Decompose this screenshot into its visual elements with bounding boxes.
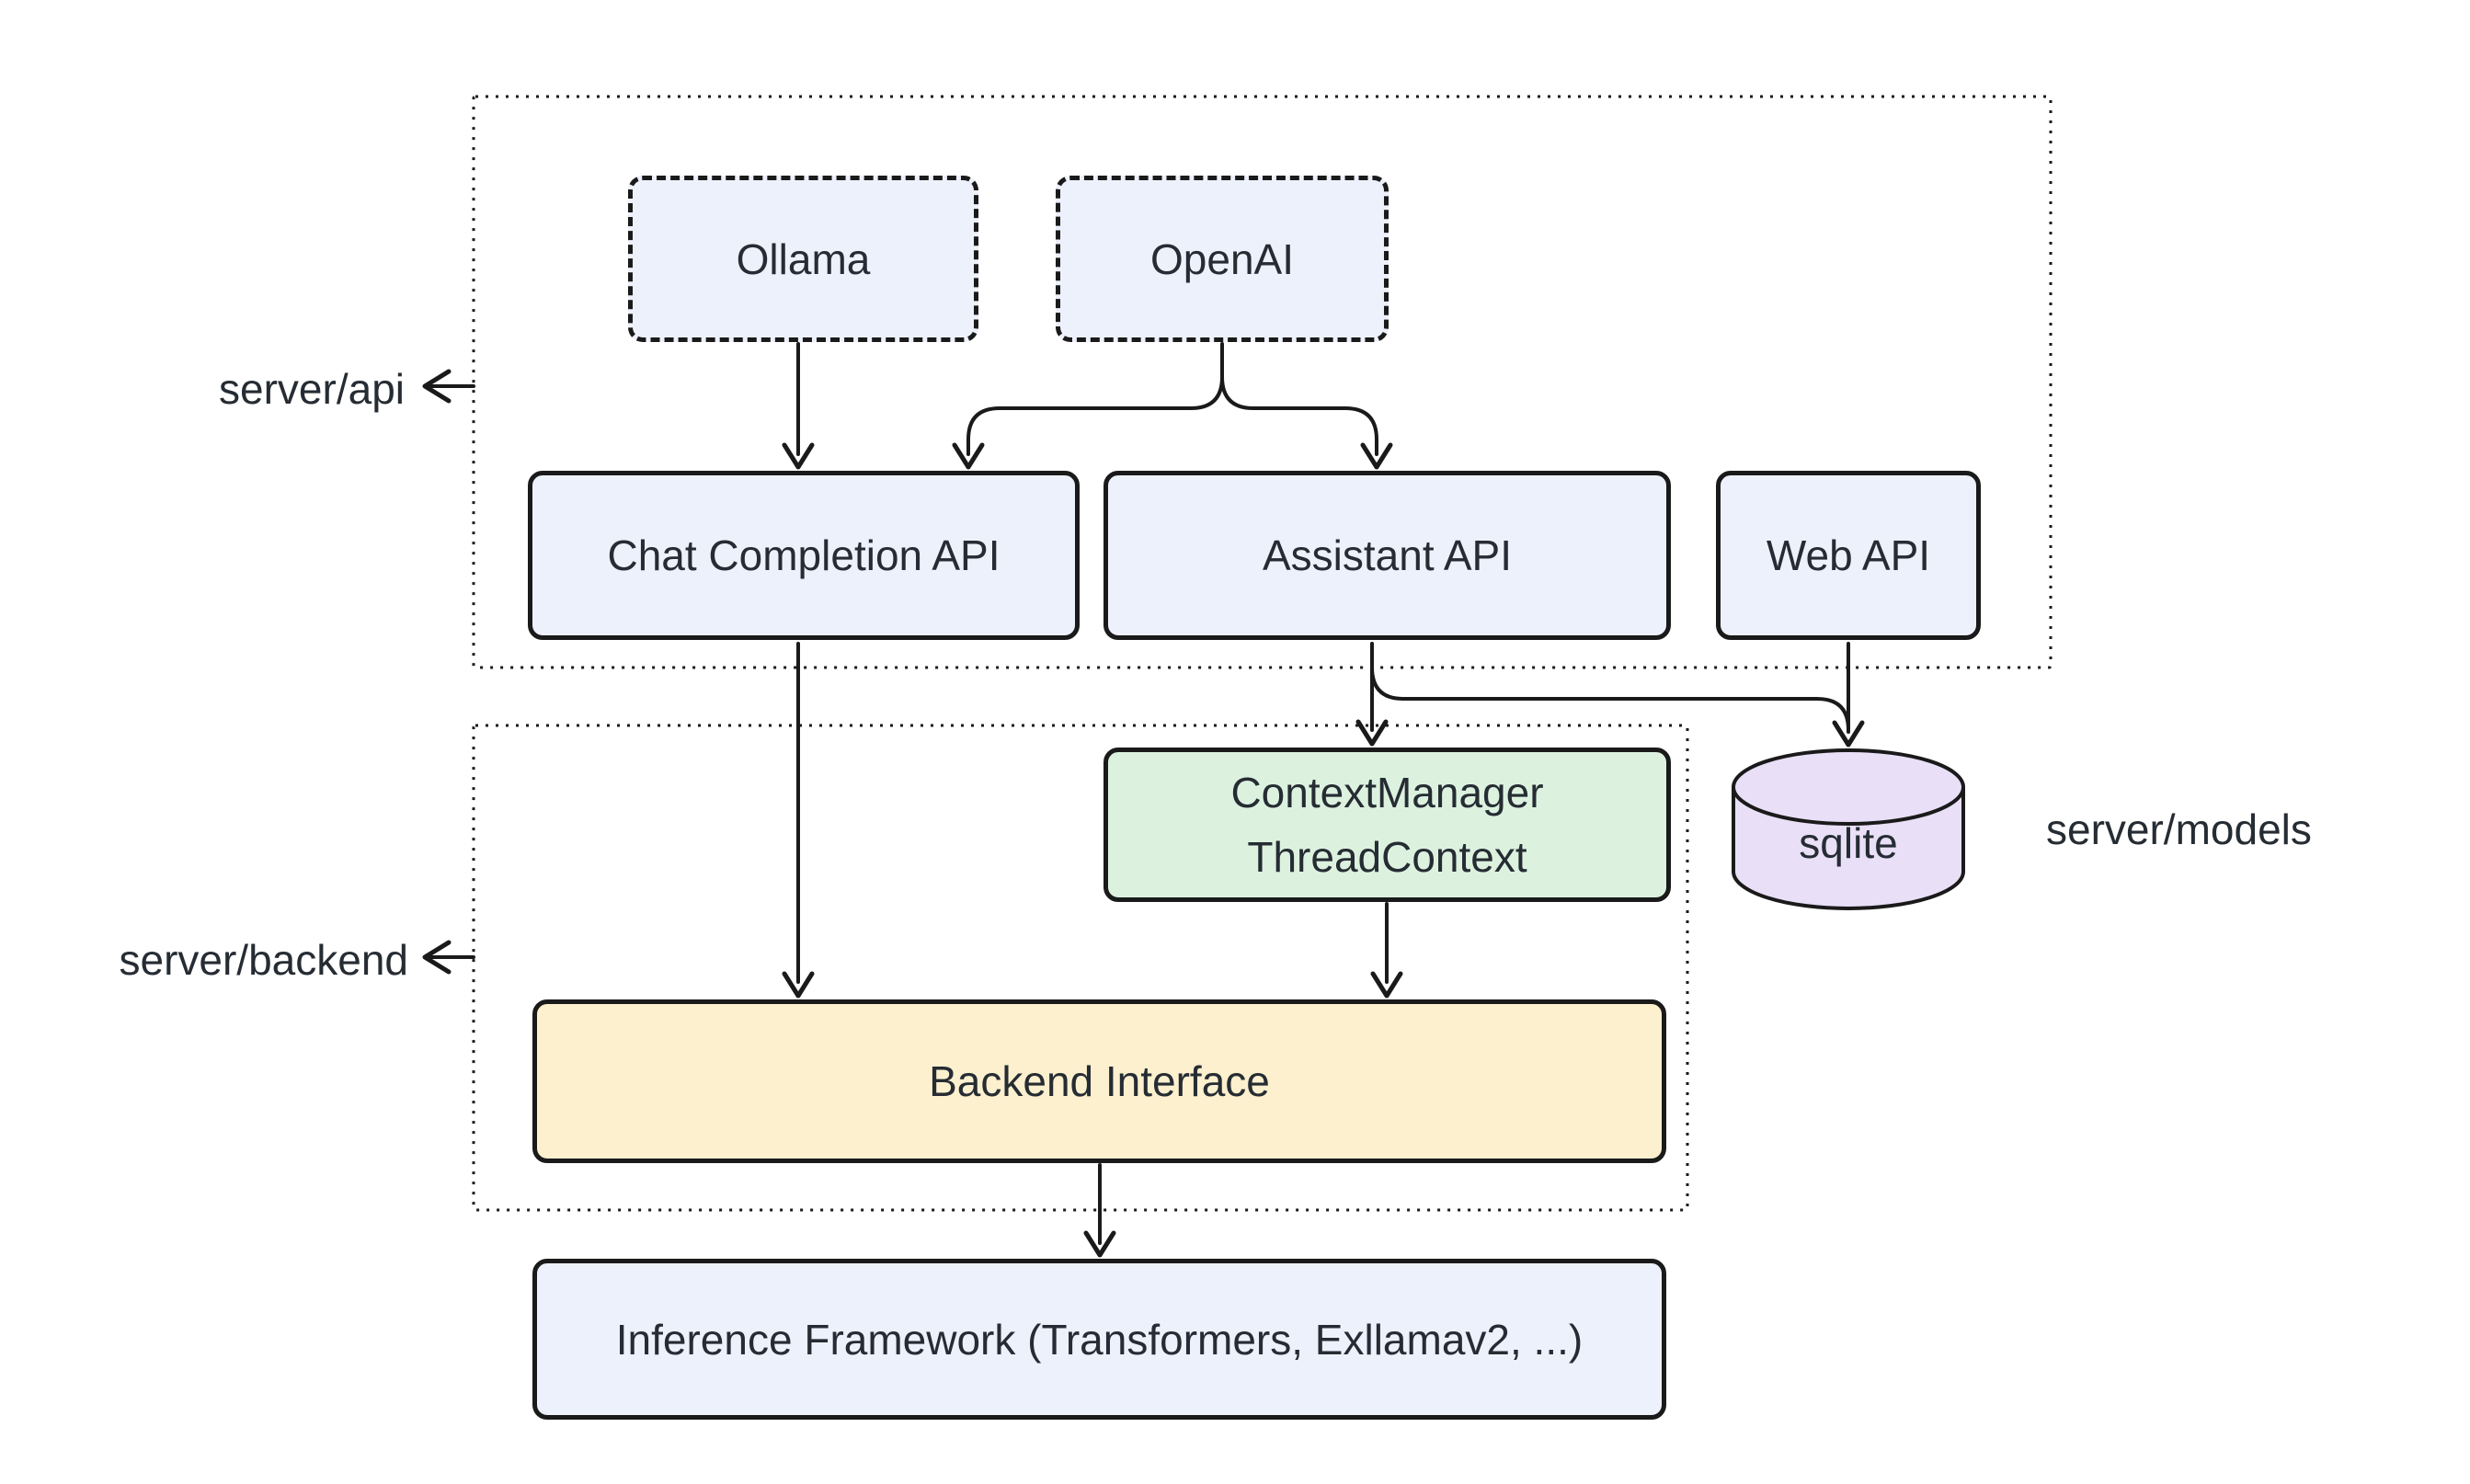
arrowhead-icon (952, 442, 985, 470)
node-context-manager: ContextManager ThreadContext (1103, 748, 1671, 902)
node-chat-completion-api-label: Chat Completion API (607, 531, 1001, 579)
arrow-left-icon (422, 369, 452, 404)
node-web-api-label: Web API (1766, 531, 1931, 579)
node-context-manager-line2: ThreadContext (1247, 833, 1527, 881)
arrowhead-icon (1370, 971, 1403, 999)
arrowhead-icon (1083, 1230, 1116, 1258)
arrowhead-icon (1360, 442, 1393, 470)
edge-openai-assistant (1220, 375, 1378, 456)
node-context-manager-line1: ContextManager (1230, 769, 1544, 816)
node-inference-framework-label: Inference Framework (Transformers, Exlla… (615, 1315, 1584, 1364)
cylinder-top (1732, 748, 1965, 826)
cluster-label-server-backend: server/backend (119, 936, 409, 984)
node-web-api: Web API (1716, 471, 1981, 640)
arrowhead-icon (782, 442, 815, 470)
node-openai: OpenAI (1056, 176, 1389, 342)
edge-assistant-sqlite (1370, 666, 1850, 732)
node-backend-interface: Backend Interface (532, 999, 1666, 1163)
edge-openai-chat (966, 375, 1224, 456)
node-inference-framework: Inference Framework (Transformers, Exlla… (532, 1259, 1666, 1420)
node-backend-interface-label: Backend Interface (929, 1057, 1270, 1105)
arrow-left-icon (422, 940, 452, 975)
cluster-label-server-models: server/models (2046, 805, 2312, 853)
node-assistant-api-label: Assistant API (1262, 531, 1512, 579)
node-ollama: Ollama (628, 176, 978, 342)
node-assistant-api: Assistant API (1103, 471, 1671, 640)
arrowhead-icon (1355, 719, 1389, 747)
node-chat-completion-api: Chat Completion API (528, 471, 1080, 640)
arrowhead-icon (1832, 720, 1865, 748)
arrowhead-icon (782, 971, 815, 999)
node-openai-label: OpenAI (1150, 234, 1294, 283)
cluster-label-server-api: server/api (219, 365, 405, 413)
node-ollama-label: Ollama (736, 234, 871, 283)
node-sqlite-label: sqlite (1799, 819, 1898, 867)
